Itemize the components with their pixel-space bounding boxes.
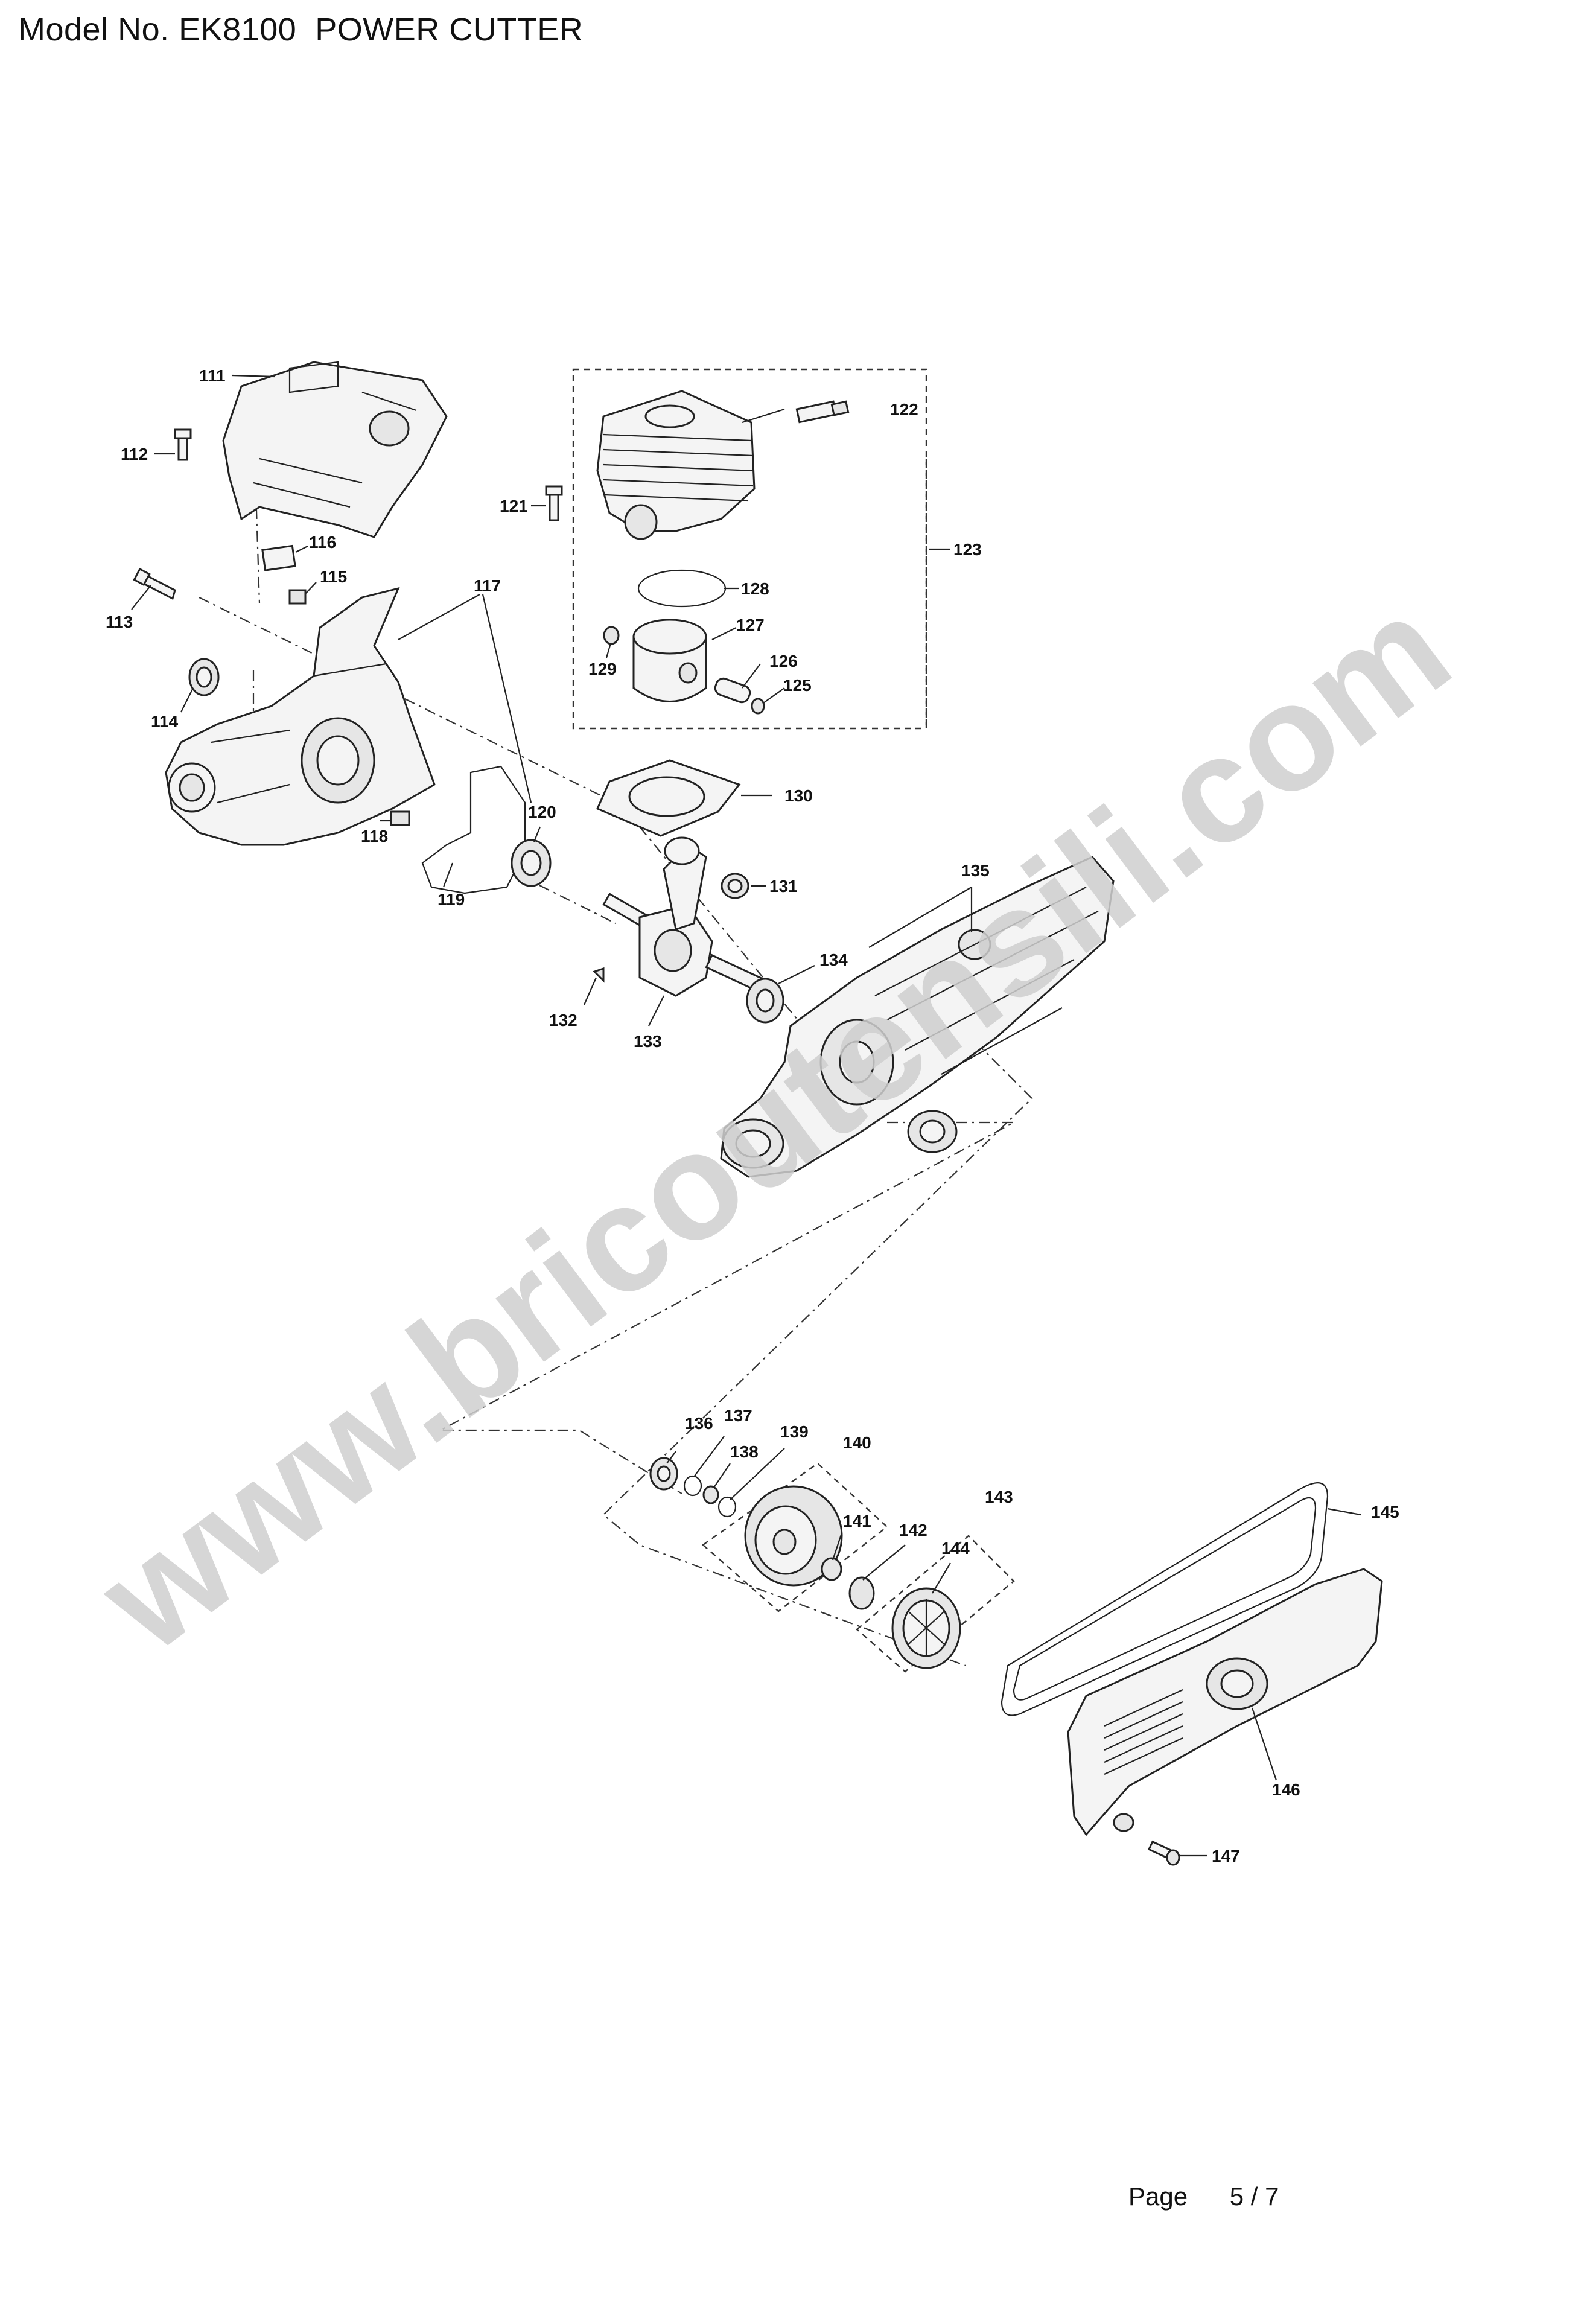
callout-137: 137 [724, 1406, 752, 1425]
woodruff-key-part [593, 967, 605, 983]
spacer-part [718, 1496, 737, 1518]
callout-126: 126 [769, 652, 798, 670]
callout-141: 141 [843, 1512, 871, 1530]
callout-135: 135 [961, 861, 990, 880]
callout-131: 131 [769, 877, 798, 896]
callout-118: 118 [361, 827, 388, 845]
clutch-drum-box [856, 1535, 1015, 1673]
crankshaft-part [602, 836, 774, 997]
page-title: Model No. EK8100 POWER CUTTER [18, 11, 584, 48]
callout-142: 142 [899, 1521, 928, 1539]
v-belt-part [1001, 1482, 1329, 1716]
spark-plug-part [795, 400, 850, 424]
page-label: Page [1128, 2182, 1188, 2211]
needle-bearing-clutch-part [821, 1557, 842, 1581]
plug-part [390, 810, 410, 826]
clutch-drum-part [744, 1485, 843, 1587]
callout-146: 146 [1272, 1780, 1300, 1799]
circlip-clutch-part [683, 1475, 702, 1497]
callout-138: 138 [730, 1442, 759, 1461]
crankcase-right-part [720, 856, 1115, 1178]
callout-117: 117 [474, 576, 501, 595]
callout-123: 123 [953, 540, 982, 559]
callout-113: 113 [106, 613, 133, 631]
callout-labels: 111 112 113 114 115 116 117 118 119 120 … [106, 366, 1399, 1865]
callout-112: 112 [121, 445, 148, 463]
callout-130: 130 [784, 786, 813, 805]
clutch-bearing-part [649, 1457, 678, 1491]
bearing-right-part [746, 978, 784, 1024]
oil-seal-part [188, 658, 220, 696]
assembly-line-crankcase [440, 1121, 1014, 1494]
callout-119: 119 [438, 890, 465, 909]
cylinder-gasket-part [596, 759, 741, 837]
callout-121: 121 [500, 497, 528, 515]
crankcase-left-part [165, 587, 436, 846]
callout-132: 132 [549, 1011, 578, 1030]
callout-125: 125 [783, 676, 812, 695]
callout-134: 134 [819, 950, 848, 969]
clutch-part [891, 1587, 961, 1669]
circlip-part [603, 626, 620, 645]
callout-139: 139 [780, 1422, 809, 1441]
page-number: 5 / 7 [1229, 2182, 1279, 2211]
callout-143: 143 [985, 1488, 1013, 1506]
callout-114: 114 [151, 712, 179, 731]
piston-pin-part [714, 677, 751, 704]
needle-bearing-part [721, 873, 749, 899]
belt-guard-part [1067, 1568, 1383, 1836]
callout-116: 116 [309, 533, 336, 552]
tank-cover-part [222, 361, 448, 538]
label-part [261, 544, 296, 571]
callout-136: 136 [685, 1414, 713, 1433]
screw-cylinder-part [545, 485, 563, 521]
bearing-left-part [511, 839, 552, 887]
clutch-assembly-box [702, 1462, 888, 1612]
guard-bolt-part [1148, 1840, 1180, 1866]
piston-part [632, 619, 707, 702]
callout-140: 140 [843, 1433, 871, 1452]
callout-128: 128 [741, 579, 769, 598]
leader-lines [131, 374, 1361, 1857]
callout-147: 147 [1212, 1847, 1240, 1865]
callout-129: 129 [588, 660, 617, 678]
washer-clutch-part [702, 1485, 719, 1504]
callout-144: 144 [941, 1539, 970, 1558]
bolt-part [133, 567, 176, 600]
screw-part [174, 428, 192, 461]
washer-large-part [848, 1576, 875, 1610]
cylinder-part [596, 390, 756, 540]
callout-111: 111 [199, 366, 226, 385]
callout-127: 127 [736, 616, 765, 634]
gasket-part [421, 765, 526, 894]
callout-120: 120 [528, 803, 556, 821]
pin-clip-part [751, 698, 765, 715]
callout-133: 133 [634, 1032, 662, 1051]
callout-145: 145 [1371, 1503, 1399, 1521]
page-footer: Page 5 / 7 [1128, 2182, 1279, 2211]
callout-122: 122 [890, 400, 918, 419]
piston-ring-part [637, 569, 727, 608]
callout-115: 115 [320, 567, 347, 586]
nut-part [288, 589, 307, 605]
